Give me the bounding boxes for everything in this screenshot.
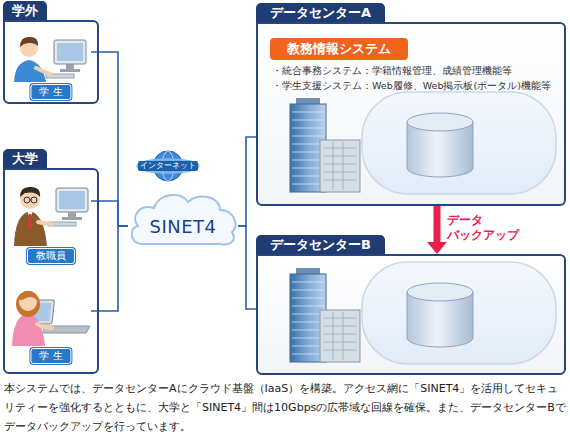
user-label: 学 生	[30, 348, 71, 364]
network-cloud: SINET4	[128, 186, 238, 250]
panel-tab: データセンターB	[256, 235, 385, 254]
connector-line	[434, 206, 441, 242]
group-panel: 学外学 生	[3, 20, 99, 104]
connector-line	[238, 226, 256, 309]
user-label: 学 生	[30, 84, 71, 100]
caption-text: 本システムでは、データセンターAにクラウド基盤（IaaS）を構築。アクセス網に「…	[4, 379, 566, 436]
student-illustration	[14, 37, 86, 82]
cloud-label: SINET4	[128, 194, 238, 258]
datacenter-artwork	[290, 92, 556, 194]
student-illustration	[12, 291, 90, 346]
staff-illustration	[14, 187, 88, 246]
arrow-head	[427, 242, 447, 254]
connector-line	[91, 226, 128, 311]
globe-label: インターネット	[138, 161, 198, 171]
system-box: 教務情報システム	[270, 38, 408, 60]
user-label: 教職員	[27, 248, 75, 264]
edge-label: データ バックアップ	[447, 213, 527, 243]
system-title: 教務情報システム	[270, 38, 408, 60]
connector-line	[91, 52, 128, 226]
bullet-note: ・統合事務システム：学籍情報管理、成績管理機能等	[272, 64, 564, 77]
group-panel: データセンターB	[256, 254, 566, 375]
group-panel: データセンターA教務情報システム	[256, 22, 566, 206]
panel-tab: 学外	[3, 1, 47, 20]
datacenter-artwork	[290, 262, 556, 364]
connector-line	[91, 201, 128, 226]
user-node: 教職員	[11, 176, 91, 266]
bullet-note: ・学生支援システム：Web履修、Web掲示板(ポータル)機能等	[272, 79, 564, 92]
internet-globe: インターネット	[136, 148, 200, 184]
connector-line	[238, 137, 256, 226]
group-panel: 大学教職員学 生	[3, 168, 99, 374]
panel-tab: 大学	[3, 149, 47, 168]
globe-orbit	[137, 159, 199, 173]
user-node: 学 生	[11, 276, 91, 366]
panel-tab: データセンターA	[256, 3, 385, 22]
user-node: 学 生	[11, 22, 91, 102]
